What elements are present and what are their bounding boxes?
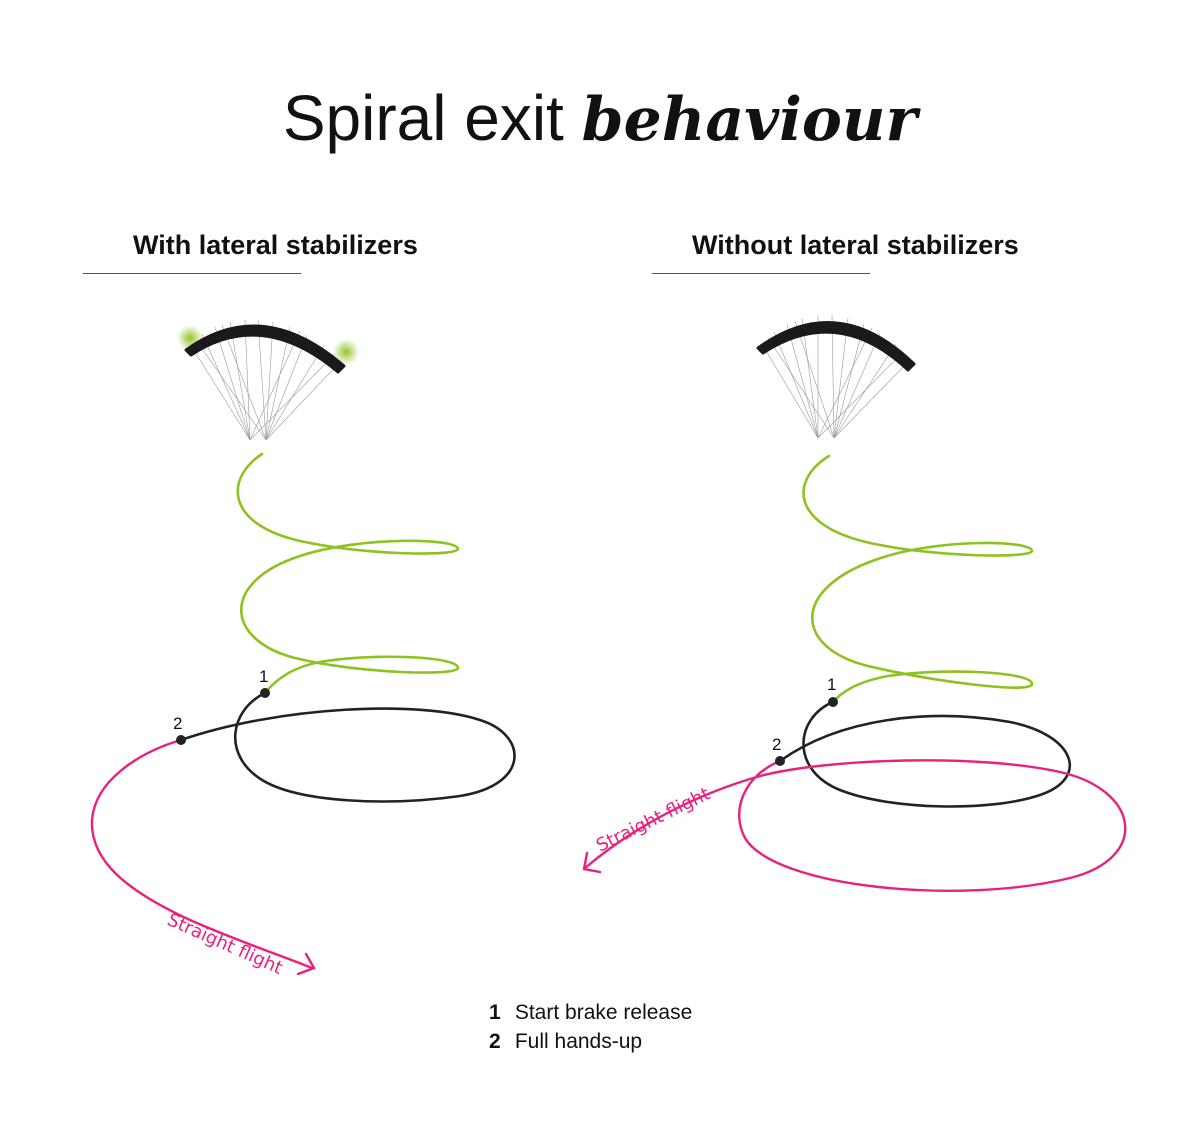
legend-number-1: 1 [489,1001,501,1024]
exit-path-right [584,759,1127,892]
canopy-left [184,324,346,374]
paraglider-right [756,314,916,439]
point-2-label-left: 2 [173,714,182,733]
exit-arrowhead-right [582,851,602,874]
point-2-left [176,735,186,745]
suspension-lines-left [189,319,341,441]
point-1-label-left: 1 [259,667,268,686]
exit-path-left [90,738,313,970]
point-1-left [260,688,270,698]
point-2-label-right: 2 [772,735,781,754]
exit-label-left: Straight flight [164,909,286,979]
legend-item-1: 1 Start brake release [489,998,692,1027]
title-plain: Spiral exit [282,82,564,154]
legend-text-2: Full hands-up [514,1030,643,1053]
point-1-label-right: 1 [827,675,836,694]
panel-heading-without-stabilizers: Without lateral stabilizers [692,230,1019,260]
point-1-right [828,697,838,707]
paraglider-left [177,319,359,441]
recovery-path-right [779,700,1071,808]
point-2-right [775,756,785,766]
spiral-path-left [236,452,460,695]
panel-heading-with-stabilizers: With lateral stabilizers [133,230,418,260]
title-accent: behaviour [581,85,918,155]
legend-text-1: Start brake release [514,1001,693,1024]
exit-label-right: Straight flight [593,783,713,856]
legend: 1 Start brake release 2 Full hands-up [489,998,692,1056]
stabilizer-right-wingtip [333,339,359,365]
recovery-path-left [180,691,516,803]
heading-underline-right [652,273,870,274]
heading-underline-left [83,273,301,274]
exit-arrowhead-left [296,952,316,976]
page-title: Spiral exit behaviour [0,78,1200,160]
suspension-lines-right [761,314,911,439]
spiral-path-right [802,454,1034,704]
legend-item-2: 2 Full hands-up [489,1027,692,1056]
legend-number-2: 2 [489,1030,501,1053]
canopy-right [756,321,916,372]
